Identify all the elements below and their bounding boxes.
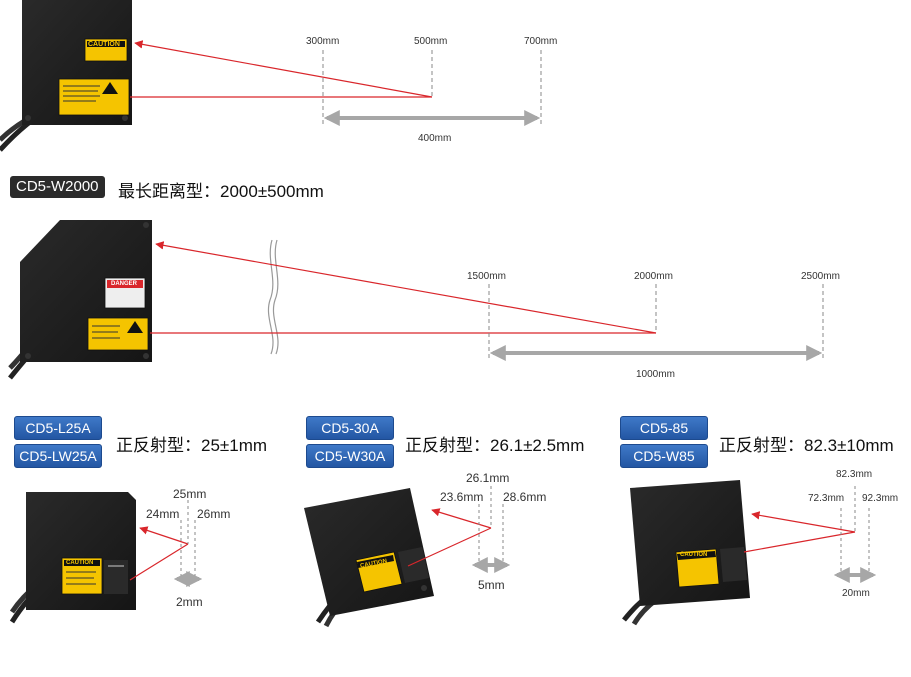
beam-return-3c [751, 511, 856, 533]
caution-label-1: CAUTION [88, 41, 120, 48]
sensor-3a [9, 492, 136, 624]
sensor-2 [8, 220, 152, 380]
dist-min-85: 72.3mm [808, 493, 845, 504]
range-label-1: 400mm [418, 133, 452, 144]
model-badge-w2000: CD5-W2000 [10, 176, 105, 198]
beam-return-1 [134, 40, 433, 98]
dist-max-30a: 28.6mm [503, 490, 547, 504]
danger-label-2: DANGER [111, 281, 138, 287]
sensor-1 [0, 0, 132, 152]
beam-return-3a [139, 526, 189, 545]
model-badge-85: CD5-85 [620, 416, 708, 440]
sensor-3b [304, 488, 434, 628]
dist-min-25a: 24mm [146, 507, 180, 521]
beam-return-3b [431, 508, 492, 529]
range-label-30a: 5mm [478, 578, 505, 592]
beam-emit-3b [407, 527, 492, 567]
dist-center-25a: 25mm [173, 487, 207, 501]
dist-label-300: 300mm [306, 36, 340, 47]
dist-label-1500: 1500mm [467, 271, 506, 282]
beam-return-2 [155, 241, 657, 334]
model-badge-30a: CD5-30A [306, 416, 394, 440]
break-mark-2 [273, 239, 279, 355]
range-label-85: 20mm [842, 588, 870, 599]
range-label-2: 1000mm [636, 369, 675, 380]
model-badge-l25a: CD5-L25A [14, 416, 102, 440]
dist-center-30a: 26.1mm [466, 471, 510, 485]
beam-emit-3c [743, 531, 856, 553]
dist-min-30a: 23.6mm [440, 490, 484, 504]
dist-label-2000: 2000mm [634, 271, 673, 282]
dist-max-85: 92.3mm [862, 493, 899, 504]
model-badge-lw25a: CD5-LW25A [14, 444, 102, 468]
model-badge-w85: CD5-W85 [620, 444, 708, 468]
beam-emit-3a [129, 543, 189, 581]
dist-label-700: 700mm [524, 36, 558, 47]
spec-85: 正反射型：82.3±10mm [719, 436, 894, 455]
caution-label-3a: CAUTION [66, 560, 94, 566]
sensor-3c [622, 480, 750, 626]
dist-label-2500: 2500mm [801, 271, 840, 282]
dist-center-85: 82.3mm [836, 469, 873, 480]
dist-label-500: 500mm [414, 36, 448, 47]
spec-w2000: 最长距离型：2000±500mm [118, 182, 324, 201]
break-mark [268, 239, 274, 355]
range-label-25a: 2mm [176, 595, 203, 609]
dist-max-25a: 26mm [197, 507, 231, 521]
model-badge-w30a: CD5-W30A [306, 444, 394, 468]
caution-label-3c: CAUTION [680, 552, 708, 558]
spec-30a: 正反射型：26.1±2.5mm [405, 436, 585, 455]
spec-25a: 正反射型：25±1mm [116, 436, 268, 455]
